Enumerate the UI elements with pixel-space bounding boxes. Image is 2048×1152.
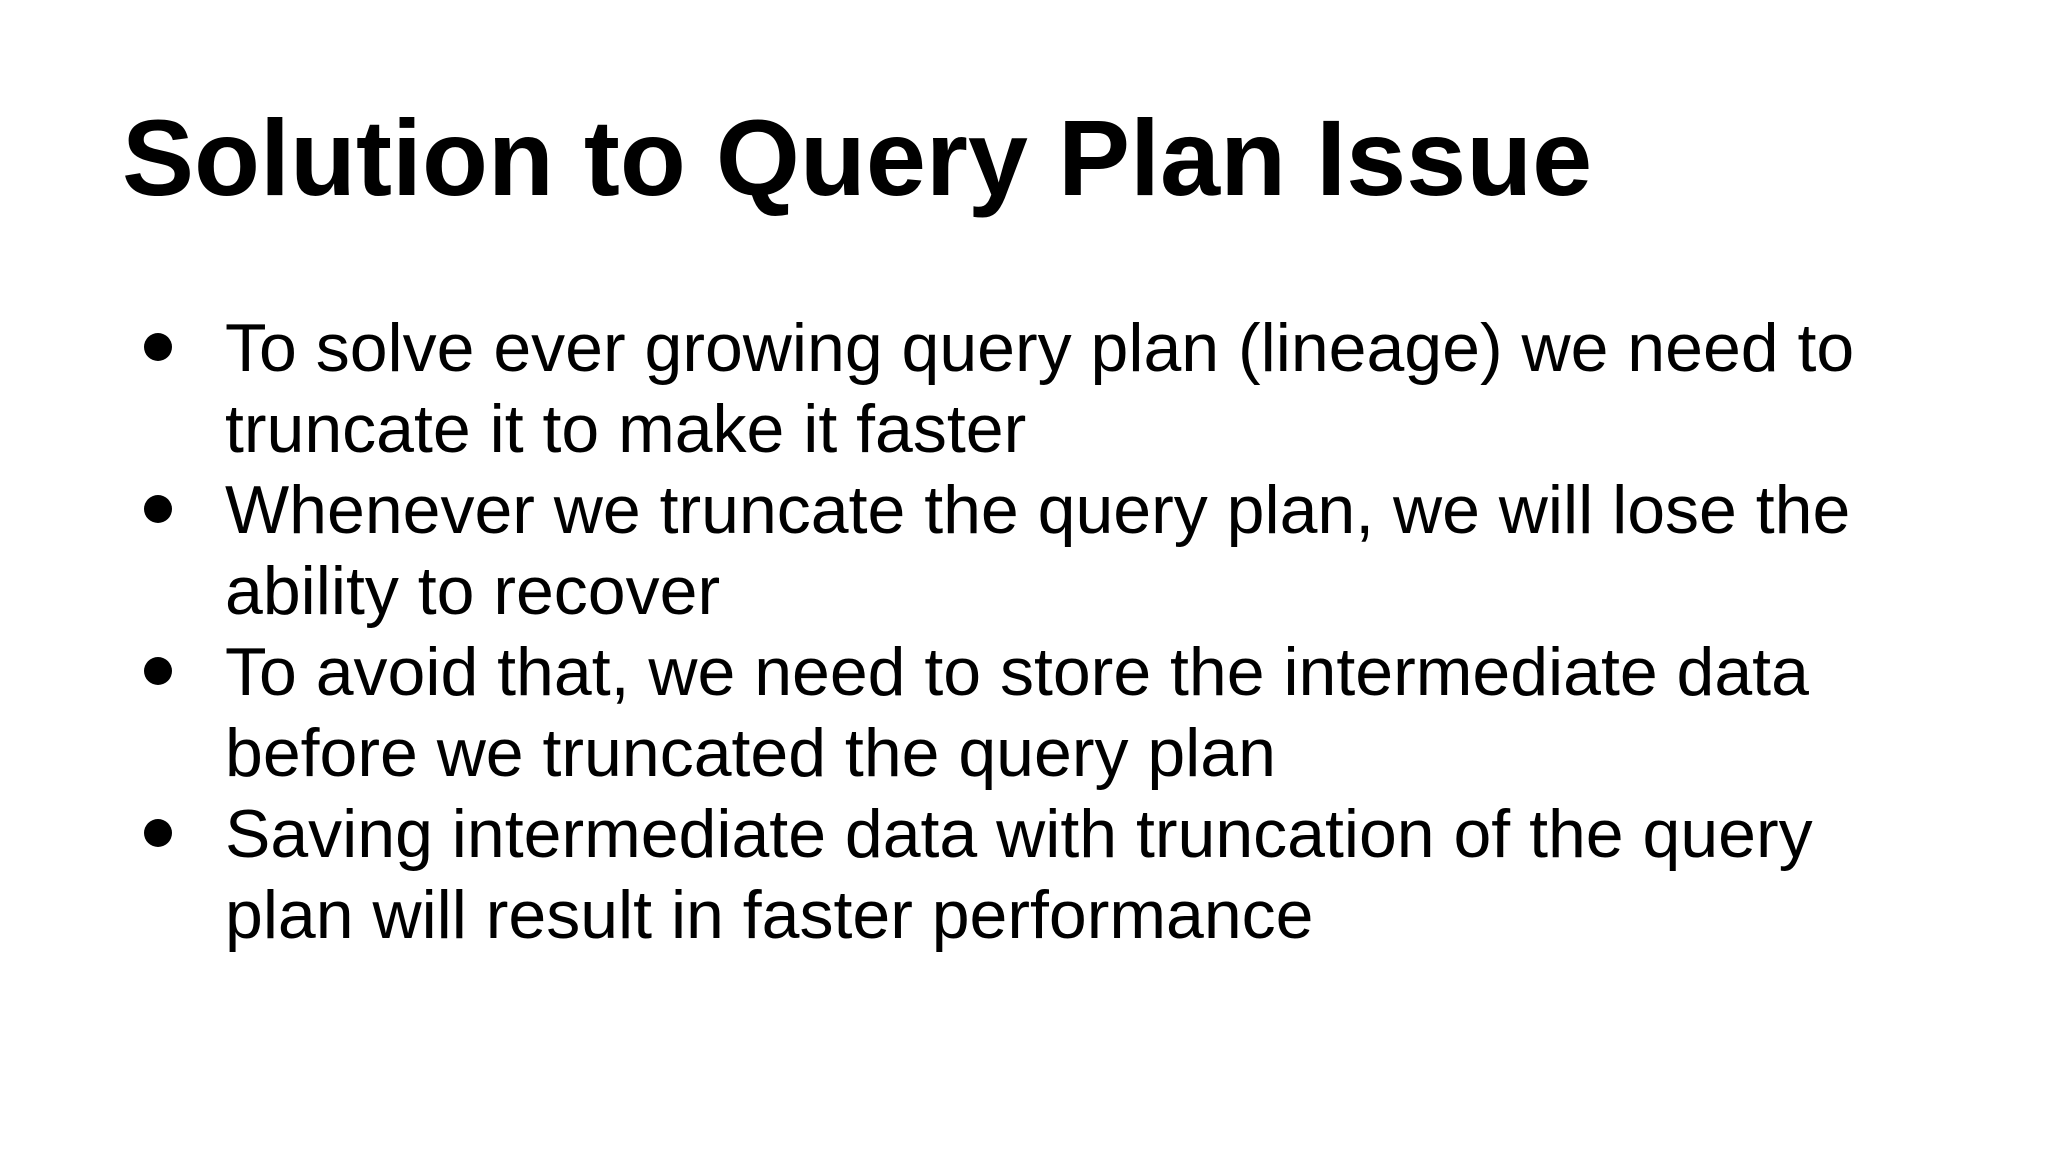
bullet-text: Saving intermediate data with truncation… bbox=[225, 796, 1813, 953]
list-item: Whenever we truncate the query plan, we … bbox=[142, 470, 1942, 632]
bullet-icon bbox=[144, 333, 172, 361]
bullet-list: To solve ever growing query plan (lineag… bbox=[142, 308, 1942, 956]
bullet-icon bbox=[144, 657, 172, 685]
bullet-text: To solve ever growing query plan (lineag… bbox=[225, 310, 1855, 467]
list-item: Saving intermediate data with truncation… bbox=[142, 794, 1942, 956]
slide-title: Solution to Query Plan Issue bbox=[122, 97, 1593, 218]
bullet-icon bbox=[144, 495, 172, 523]
bullet-icon bbox=[144, 819, 172, 847]
bullet-text: To avoid that, we need to store the inte… bbox=[225, 634, 1809, 791]
list-item: To avoid that, we need to store the inte… bbox=[142, 632, 1942, 794]
list-item: To solve ever growing query plan (lineag… bbox=[142, 308, 1942, 470]
bullet-text: Whenever we truncate the query plan, we … bbox=[225, 472, 1851, 629]
